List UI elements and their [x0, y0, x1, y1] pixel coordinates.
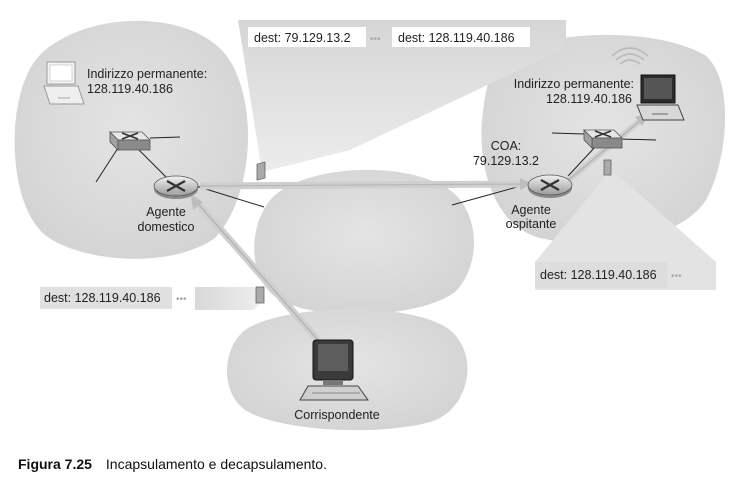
decapsulated-trailer-dots: •••: [671, 271, 682, 282]
encapsulated-packet-beam: [238, 20, 566, 172]
inner-dest-text: dest: 128.119.40.186: [398, 31, 515, 45]
figure-caption: Figura 7.25 Incapsulamento e decapsulamen…: [18, 456, 327, 472]
original-dest-text: dest: 128.119.40.186: [44, 291, 161, 305]
decapsulated-packet-beam: [535, 170, 716, 290]
home-agent-label-line1: Agente: [146, 205, 186, 219]
inner-header-box: [392, 27, 530, 47]
figure-caption-text: Incapsulamento e decapsulamento.: [105, 456, 327, 472]
original-trailer-dots: •••: [176, 294, 187, 305]
foreign-permanent-address-value: 128.119.40.186: [546, 92, 632, 106]
original-header-box: [40, 287, 172, 309]
original-packet-marker: [255, 286, 265, 304]
original-packet-beam: [195, 287, 262, 310]
home-permanent-address-label: Indirizzo permanente:: [87, 67, 207, 81]
mobile-laptop-icon: [636, 74, 685, 121]
decapsulated-header-box: [535, 262, 667, 288]
home-agent-label-line2: domestico: [138, 220, 195, 234]
separator-dots: •••: [370, 34, 381, 45]
coa-label: COA:: [491, 139, 522, 153]
decapsulated-packet: [535, 262, 667, 288]
decapsulated-dest-text: dest: 128.119.40.186: [540, 268, 657, 282]
original-packet: [40, 287, 172, 309]
foreign-switch-icon: [583, 129, 623, 149]
internet-cloud: [254, 169, 474, 315]
wireless-signal-icon: [611, 47, 649, 65]
encapsulated-packet: [248, 27, 530, 47]
decapsulated-packet-marker: [603, 159, 612, 176]
foreign-agent-label-line1: Agente: [511, 203, 551, 217]
figure-number: Figura 7.25: [18, 456, 92, 472]
home-agent-router-icon: [153, 175, 199, 199]
correspondent-computer-icon: [299, 339, 369, 401]
home-laptop-icon: [43, 61, 85, 105]
foreign-agent-router-icon: [527, 174, 573, 198]
outer-dest-text: dest: 79.129.13.2: [254, 31, 351, 45]
foreign-permanent-address-label: Indirizzo permanente:: [514, 77, 634, 91]
correspondent-label: Corrispondente: [294, 408, 380, 422]
outer-header-box: [248, 27, 366, 47]
encapsulated-packet-marker: [256, 161, 266, 181]
foreign-agent-label-line2: ospitante: [506, 217, 557, 231]
network-links: [95, 132, 657, 208]
home-permanent-address-value: 128.119.40.186: [87, 82, 173, 96]
home-switch-icon: [109, 131, 151, 151]
coa-value: 79.129.13.2: [473, 154, 539, 168]
